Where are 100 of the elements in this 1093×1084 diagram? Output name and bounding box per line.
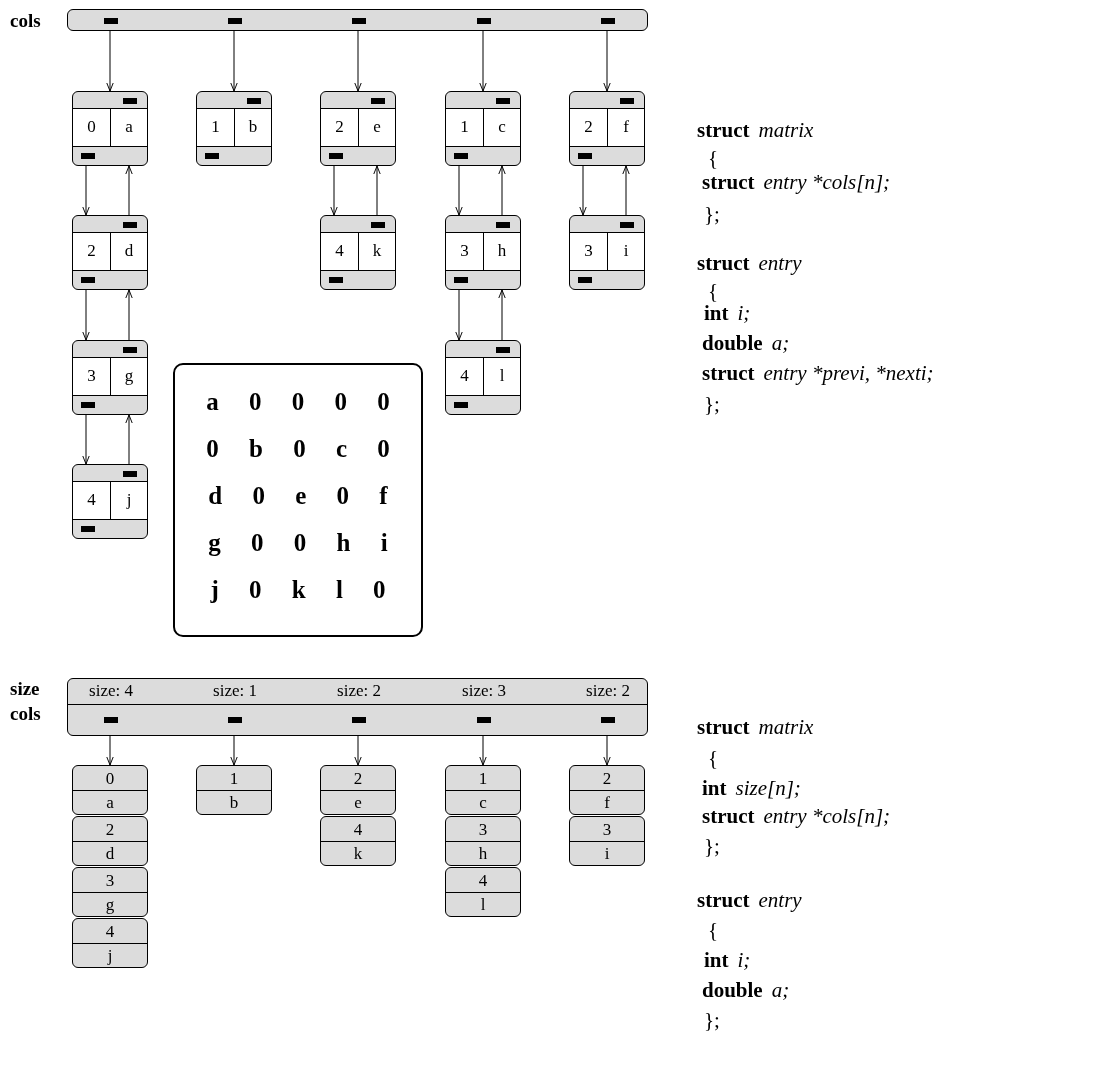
entry-value: j	[125, 490, 133, 510]
code-identifier: i;	[737, 948, 751, 972]
row-index: 2	[583, 117, 594, 137]
list-entry	[445, 91, 521, 166]
array-entry	[72, 765, 148, 815]
row-index: 3	[583, 241, 594, 261]
code-keyword: struct	[697, 251, 750, 275]
entry-value: b	[228, 793, 240, 812]
array-entry	[196, 765, 272, 815]
list-entry	[72, 340, 148, 415]
size-value: size: 4	[88, 681, 134, 701]
row-index: 3	[104, 871, 116, 890]
code-keyword: int	[702, 776, 727, 800]
code-brace: {	[708, 918, 719, 942]
entry-value: i	[622, 241, 630, 261]
list-entry	[72, 91, 148, 166]
row-index: 0	[86, 117, 97, 137]
list-entry	[320, 215, 396, 290]
entry-value: g	[123, 366, 135, 386]
code-identifier: i;	[737, 301, 751, 325]
code-identifier: size[n];	[735, 776, 801, 800]
matrix-box	[173, 363, 423, 637]
list-entry	[196, 91, 272, 166]
size-value: size: 2	[585, 681, 631, 701]
list-entry	[445, 340, 521, 415]
code-keyword: double	[702, 331, 763, 355]
array-label: size	[10, 678, 40, 700]
code-keyword: struct	[697, 715, 750, 739]
row-index: 2	[352, 769, 364, 788]
list-entry	[72, 215, 148, 290]
array-entry	[445, 816, 521, 866]
matrix-row-text: d 0 e 0 f	[207, 481, 389, 511]
code-identifier: a;	[771, 331, 790, 355]
entry-value: g	[104, 895, 116, 914]
entry-value: f	[622, 117, 630, 137]
code-brace: };	[704, 1008, 720, 1032]
row-index: 4	[104, 922, 116, 941]
row-index: 3	[601, 820, 613, 839]
code-keyword: struct	[702, 804, 755, 828]
code-keyword: struct	[697, 118, 750, 142]
code-identifier: matrix	[758, 118, 814, 142]
row-index: 3	[86, 366, 97, 386]
row-index: 3	[477, 820, 489, 839]
code-brace: {	[708, 146, 719, 170]
array-entry	[445, 867, 521, 917]
list-entry	[320, 91, 396, 166]
code-keyword: int	[704, 301, 729, 325]
code-identifier: entry	[758, 251, 802, 275]
code-brace: };	[704, 392, 720, 416]
entry-value: f	[603, 793, 611, 812]
entry-value: e	[372, 117, 382, 137]
matrix-row-text: a 0 0 0 0	[205, 387, 391, 417]
code-keyword: double	[702, 978, 763, 1002]
entry-value: a	[105, 793, 115, 812]
row-index: 4	[459, 366, 470, 386]
code-keyword: struct	[697, 888, 750, 912]
list-entry	[569, 215, 645, 290]
list-entry	[569, 91, 645, 166]
entry-value: j	[106, 946, 114, 965]
array-entry	[72, 918, 148, 968]
code-brace: };	[704, 202, 720, 226]
code-identifier: entry *cols[n];	[763, 804, 891, 828]
entry-value: h	[496, 241, 508, 261]
entry-value: a	[124, 117, 134, 137]
row-index: 0	[104, 769, 116, 788]
row-index: 2	[334, 117, 345, 137]
code-keyword: int	[704, 948, 729, 972]
entry-value: d	[123, 241, 135, 261]
entry-value: h	[477, 844, 489, 863]
entry-value: k	[352, 844, 364, 863]
array-entry	[569, 765, 645, 815]
row-index: 4	[334, 241, 345, 261]
row-index: 3	[459, 241, 470, 261]
row-index: 2	[601, 769, 613, 788]
row-index: 1	[459, 117, 470, 137]
array-entry	[445, 765, 521, 815]
array-label: cols	[10, 10, 41, 32]
row-index: 4	[477, 871, 489, 890]
row-index: 4	[352, 820, 364, 839]
entry-value: k	[371, 241, 383, 261]
matrix-row-text: 0 b 0 c 0	[205, 434, 391, 464]
list-entry	[72, 464, 148, 539]
array-entry	[72, 816, 148, 866]
size-value: size: 3	[461, 681, 507, 701]
entry-value: d	[104, 844, 116, 863]
row-index: 2	[104, 820, 116, 839]
code-brace: {	[708, 279, 719, 303]
entry-value: l	[498, 366, 506, 386]
code-identifier: entry *cols[n];	[763, 170, 891, 194]
code-identifier: a;	[771, 978, 790, 1002]
code-identifier: entry	[758, 888, 802, 912]
row-index: 4	[86, 490, 97, 510]
array-entry	[569, 816, 645, 866]
entry-value: b	[247, 117, 259, 137]
size-value: size: 2	[336, 681, 382, 701]
size-value: size: 1	[212, 681, 258, 701]
array-entry	[320, 816, 396, 866]
code-keyword: struct	[702, 170, 755, 194]
row-index: 1	[228, 769, 240, 788]
entry-value: e	[353, 793, 363, 812]
